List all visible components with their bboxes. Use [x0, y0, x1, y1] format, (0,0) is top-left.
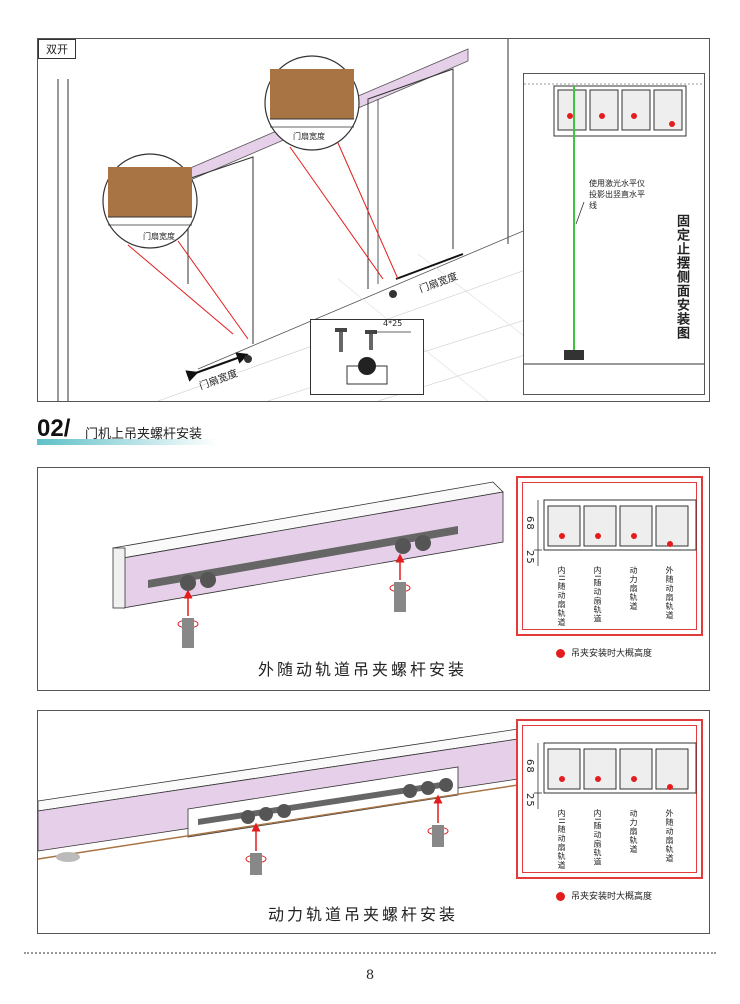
double-door-tag: 双开	[38, 39, 76, 59]
outer-track-label-3: 动力扇轨道	[629, 566, 638, 611]
outer-track-label-4: 外随动扇轨道	[665, 566, 674, 620]
outer-legend: 吊夹安装时大概高度	[556, 646, 652, 659]
legend-red-dot-icon	[556, 649, 565, 658]
power-track-label-4: 外随动扇轨道	[665, 809, 674, 863]
power-rail-panel: 动力轨道吊夹螺杆安装 68 25 内II随动扇轨道 内I随动扇轨道 动力扇轨道 …	[37, 710, 710, 934]
legend-red-dot-icon	[556, 892, 565, 901]
section-header: 02/ 门机上吊夹螺杆安装	[37, 415, 217, 447]
power-rail-drawing	[38, 728, 518, 875]
door-perspective-drawing	[57, 39, 528, 401]
door-width-label-right-zoom: 门扇宽度	[293, 132, 325, 141]
power-dim-25: 25	[524, 793, 535, 808]
outer-track-label-1: 内II随动扇轨道	[557, 566, 566, 627]
outer-legend-text: 吊夹安装时大概高度	[571, 649, 653, 659]
section-number: 02/	[37, 415, 71, 442]
side-view-inset: 使用激光水平仪投影出竖直水平线 固定止摆侧面安装图	[523, 73, 705, 395]
power-rail-caption: 动力轨道吊夹螺杆安装	[268, 905, 459, 924]
power-rail-inset-frame	[522, 725, 697, 873]
outer-rail-caption: 外随动轨道吊夹螺杆安装	[258, 660, 468, 679]
power-dim-68: 68	[524, 759, 535, 774]
outer-rail-height-inset: 68 25 内II随动扇轨道 内I随动扇轨道 动力扇轨道 外随动扇轨道	[516, 476, 703, 636]
page-number: 8	[365, 968, 375, 983]
power-track-label-3: 动力扇轨道	[629, 809, 638, 854]
outer-dim-68: 68	[524, 516, 535, 531]
power-track-label-1: 内II随动扇轨道	[557, 809, 566, 870]
outer-track-label-2: 内I随动扇轨道	[593, 566, 602, 624]
power-legend-text: 吊夹安装时大概高度	[571, 892, 653, 902]
door-width-label-left-zoom: 门扇宽度	[143, 232, 175, 241]
outer-rail-inset-frame	[522, 482, 697, 630]
power-rail-profile-drawing	[534, 742, 697, 809]
section-title: 门机上吊夹螺杆安装	[85, 427, 203, 442]
outer-rail-drawing	[112, 481, 504, 648]
screw-spec: 4*25	[383, 319, 403, 328]
guide-screw-icon	[335, 328, 411, 385]
double-door-panel: 双开	[37, 38, 710, 402]
power-legend: 吊夹安装时大概高度	[556, 889, 652, 902]
side-view-drawing	[524, 83, 704, 365]
outer-rail-profile-drawing	[534, 499, 697, 566]
screw-detail-box	[310, 319, 424, 395]
power-rail-height-inset: 68 25 内II随动扇轨道 内I随动扇轨道 动力扇轨道 外随动扇轨道	[516, 719, 703, 879]
outer-dim-25: 25	[524, 550, 535, 565]
section-header-underline	[37, 439, 217, 445]
footer-divider	[24, 952, 716, 954]
side-view-title: 固定止摆侧面安装图	[674, 214, 689, 340]
outer-rail-panel: 外随动轨道吊夹螺杆安装 68 25 内II随动扇轨道 内I随动扇轨道 动力扇轨道…	[37, 467, 710, 691]
power-track-label-2: 内I随动扇轨道	[593, 809, 602, 867]
laser-note: 使用激光水平仪投影出竖直水平线	[589, 179, 645, 210]
